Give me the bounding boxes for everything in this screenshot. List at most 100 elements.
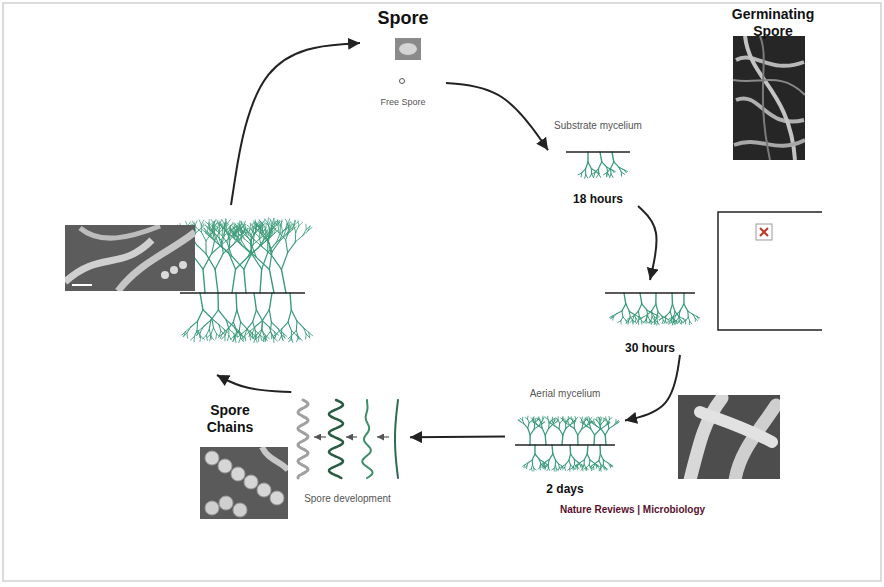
hypha [549, 420, 552, 423]
hypha [235, 293, 237, 310]
hypha [669, 322, 671, 324]
hypha [583, 465, 584, 468]
hypha [663, 321, 665, 323]
mature-mycelium-stage [175, 205, 315, 375]
hypha [555, 465, 557, 469]
hypha [605, 417, 606, 420]
hypha [597, 420, 599, 423]
hypha [543, 467, 545, 468]
hypha [215, 253, 223, 269]
hypha [670, 312, 672, 318]
hypha [581, 468, 583, 470]
hypha [577, 435, 579, 445]
hypha [592, 464, 595, 466]
hypha [271, 223, 274, 228]
hypha [605, 435, 607, 445]
hypha [219, 325, 221, 332]
hypha [638, 304, 641, 311]
hypha [572, 420, 574, 423]
hypha [587, 465, 590, 468]
substrate-surface [180, 292, 305, 294]
hypha [308, 227, 312, 231]
hypha [584, 419, 585, 422]
hypha [660, 318, 662, 320]
mycelium-illustration [515, 416, 619, 471]
hypha [278, 221, 281, 225]
hypha [640, 317, 643, 318]
hypha [272, 241, 280, 252]
hypha [281, 220, 283, 225]
hypha [563, 464, 566, 466]
hypha [563, 428, 566, 435]
hypha [274, 222, 278, 226]
hypha [563, 417, 564, 420]
hypha [297, 221, 299, 226]
hypha [618, 321, 621, 322]
hypha [600, 152, 602, 162]
hypha [528, 419, 530, 423]
hypha [271, 255, 281, 270]
hypha [244, 253, 252, 269]
stage-label: Spore development [304, 493, 391, 505]
hypha [213, 328, 216, 334]
hypha [518, 420, 521, 422]
hypha [587, 152, 588, 162]
hypha [543, 417, 545, 419]
hypha [561, 435, 563, 445]
hypha [629, 311, 630, 317]
hypha [269, 293, 272, 310]
hypha [245, 225, 246, 230]
hypha [563, 468, 565, 470]
hypha [278, 220, 280, 225]
hypha [217, 293, 219, 310]
hypha [647, 311, 651, 315]
hypha [632, 321, 633, 324]
hypha [277, 329, 282, 334]
stage-heading: Substrate mycelium [554, 120, 642, 132]
hypha [522, 417, 523, 420]
hypha [587, 454, 590, 460]
stage-label: 18 hours [573, 192, 623, 206]
hypha [201, 232, 206, 241]
hypha [613, 423, 616, 425]
hypha [684, 304, 688, 311]
hypha [695, 318, 696, 321]
hypha [575, 465, 577, 466]
hypha [558, 423, 560, 428]
hypha [270, 322, 272, 331]
hypha [267, 218, 269, 223]
hypha [544, 465, 546, 468]
hypha [265, 223, 266, 228]
hypha [252, 245, 257, 257]
hypha [638, 317, 639, 321]
hypha [597, 174, 599, 177]
hypha [609, 418, 612, 420]
mycelium-illustration [605, 293, 700, 325]
hypha [222, 219, 224, 224]
hypha [556, 420, 558, 422]
hypha [222, 329, 227, 334]
hypha [672, 304, 675, 312]
hypha [288, 219, 290, 224]
hypha [547, 416, 548, 419]
stage-heading: Aerial mycelium [530, 388, 601, 400]
hypha [601, 417, 602, 420]
hypha [268, 232, 270, 242]
hypha [281, 269, 286, 293]
hypha [609, 426, 614, 429]
hypha [299, 222, 303, 226]
hypha [244, 269, 246, 293]
hypha [602, 162, 607, 167]
hypha [232, 256, 244, 269]
hypha [597, 465, 598, 467]
hypha [578, 173, 582, 175]
hypha [619, 167, 621, 172]
hypha [599, 445, 601, 454]
hypha [597, 465, 599, 466]
hypha [671, 293, 673, 304]
hypha [255, 320, 262, 326]
hypha [527, 416, 528, 419]
hypha [586, 468, 588, 470]
hypha [610, 174, 611, 178]
